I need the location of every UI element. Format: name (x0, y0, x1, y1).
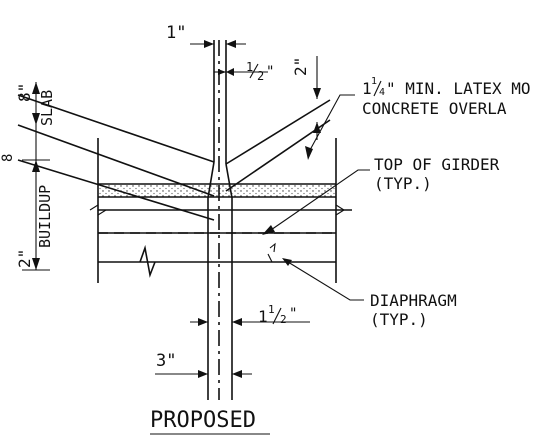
dim-3in-label: 3" (156, 351, 176, 371)
overlay-line1-num: 1 (371, 76, 377, 87)
dim-1half-num: 1 (268, 303, 275, 316)
dimension-3in: 3" (155, 351, 252, 378)
dimension-left-stack: 8" SLAB BUILDUP 2" 8 (0, 82, 56, 271)
callout-diaphragm: DIAPHRAGM (TYP.) (282, 258, 457, 329)
dim-half-in: " (266, 64, 274, 80)
dimension-2in-top: 2" (291, 56, 321, 140)
dimension-1in: 1" (166, 23, 246, 48)
overlay-line1-whole: 1 (362, 79, 372, 98)
dim-8in-label: 8" (15, 83, 34, 102)
overlay-band (98, 183, 336, 198)
overlay-line2: CONCRETE OVERLA (362, 99, 507, 118)
slab-edge-lines (17, 94, 331, 221)
joint-profile (207, 40, 233, 400)
title-text: PROPOSED (150, 408, 256, 433)
dim-half-num: 1 (246, 60, 253, 74)
girder-line1: TOP OF GIRDER (374, 155, 500, 174)
callout-top-of-girder: TOP OF GIRDER (TYP.) (262, 155, 500, 235)
dim-2in-left-label: 2" (15, 249, 34, 268)
overlay-line1-rest: " MIN. LATEX MO (386, 79, 531, 98)
left-edge-mark: 8 (0, 154, 16, 162)
dim-1half-whole: 1 (258, 307, 268, 326)
diaphragm-line2: (TYP.) (370, 310, 428, 329)
buildup-label: BUILDUP (36, 185, 54, 248)
girder-outline (89, 138, 352, 283)
dim-half-den: 2 (257, 69, 264, 83)
slab-label: SLAB (38, 90, 56, 126)
diaphragm-line1: DIAPHRAGM (370, 291, 457, 310)
dim-1in-label: 1" (166, 23, 186, 43)
dim-2in-top-label: 2" (291, 57, 310, 76)
dimension-half-in: 1 2 " (214, 60, 274, 83)
overlay-line1-den: 4 (379, 87, 385, 98)
drawing-title: PROPOSED (150, 408, 270, 435)
dim-1half-den: 2 (280, 313, 287, 326)
dim-1half-in: " (289, 306, 297, 322)
dimension-1-half-in: 1 1 2 " (190, 303, 310, 326)
girder-line2: (TYP.) (374, 174, 432, 193)
callout-overlay: 1 1 4 " MIN. LATEX MO CONCRETE OVERLA (305, 76, 531, 160)
